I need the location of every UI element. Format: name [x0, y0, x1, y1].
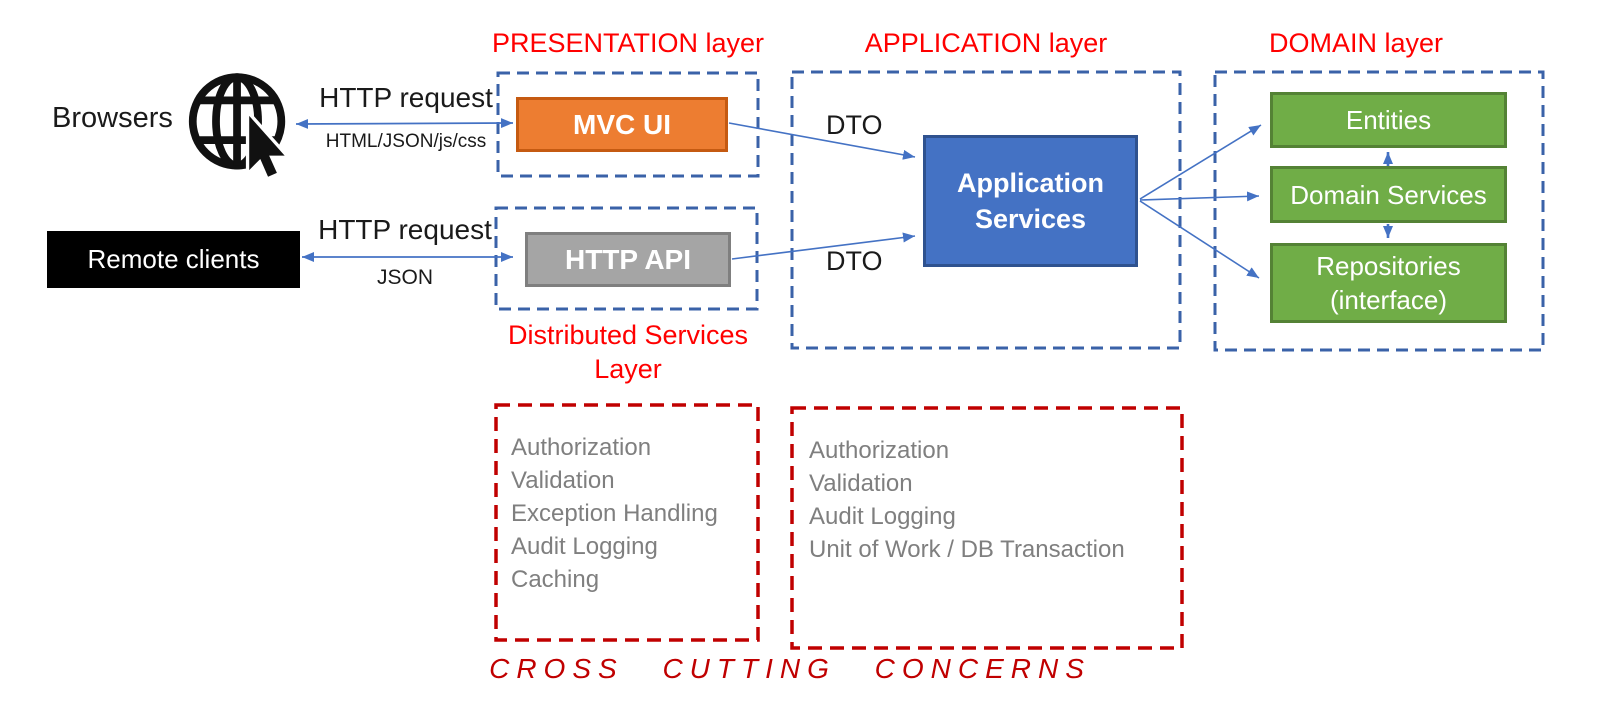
presentation-concerns-frame: [494, 403, 760, 642]
application-concerns-frame: [790, 406, 1184, 650]
application-services-box: Application Services: [923, 135, 1138, 267]
domain-layer-frame: [1213, 70, 1545, 352]
mvc-ui-box: MVC UI: [516, 97, 728, 152]
concern-item: Caching: [511, 566, 600, 593]
arrow-appservices-entities: [1139, 124, 1262, 200]
concern-item: Audit Logging: [511, 533, 658, 560]
dto-label-bottom: DTO: [826, 246, 883, 276]
arrow-appservices-repositories: [1139, 200, 1260, 279]
application-layer-title: APPLICATION layer: [864, 28, 1108, 58]
remote-arrow-label-top: HTTP request: [318, 214, 492, 245]
distributed-services-layer-title: Distributed Services Layer: [507, 320, 749, 384]
arrow-mvc-appservices: [728, 122, 916, 160]
concern-item: Authorization: [511, 434, 652, 461]
concern-item: Validation: [511, 467, 615, 494]
globe-icon: [188, 73, 293, 182]
cross-cutting-concerns-title: CROSS CUTTING CONCERNS: [489, 653, 1091, 684]
http-api-box: HTTP API: [525, 232, 731, 287]
concern-item: Audit Logging: [809, 503, 956, 530]
arrow-api-appservices: [731, 232, 916, 260]
domain-services-box: Domain Services: [1270, 166, 1507, 223]
presentation-layer-title: PRESENTATION layer: [491, 28, 765, 58]
concern-item: Authorization: [809, 437, 950, 464]
dto-label-top: DTO: [826, 110, 883, 140]
concern-item: Exception Handling: [511, 500, 718, 527]
remote-clients-box: Remote clients: [47, 231, 300, 288]
entities-box: Entities: [1270, 92, 1507, 148]
arrow-browsers-mvc: [295, 118, 514, 129]
browsers-label: Browsers: [52, 102, 173, 134]
repositories-box: Repositories (interface): [1270, 243, 1507, 323]
arrow-appservices-domainservices: [1139, 191, 1260, 202]
presentation-concerns-list: Authorization Validation Exception Handl…: [511, 431, 718, 596]
cursor-icon: [245, 107, 293, 182]
remote-arrow-label-bottom: JSON: [376, 266, 433, 289]
browser-arrow-label-bottom: HTML/JSON/js/css: [325, 131, 487, 152]
domain-layer-title: DOMAIN layer: [1268, 28, 1444, 58]
browser-arrow-label-top: HTTP request: [319, 82, 493, 113]
concern-item: Unit of Work / DB Transaction: [809, 536, 1125, 563]
application-concerns-list: Authorization Validation Audit Logging U…: [809, 434, 1125, 566]
concern-item: Validation: [809, 470, 913, 497]
application-layer-frame: [790, 70, 1182, 350]
